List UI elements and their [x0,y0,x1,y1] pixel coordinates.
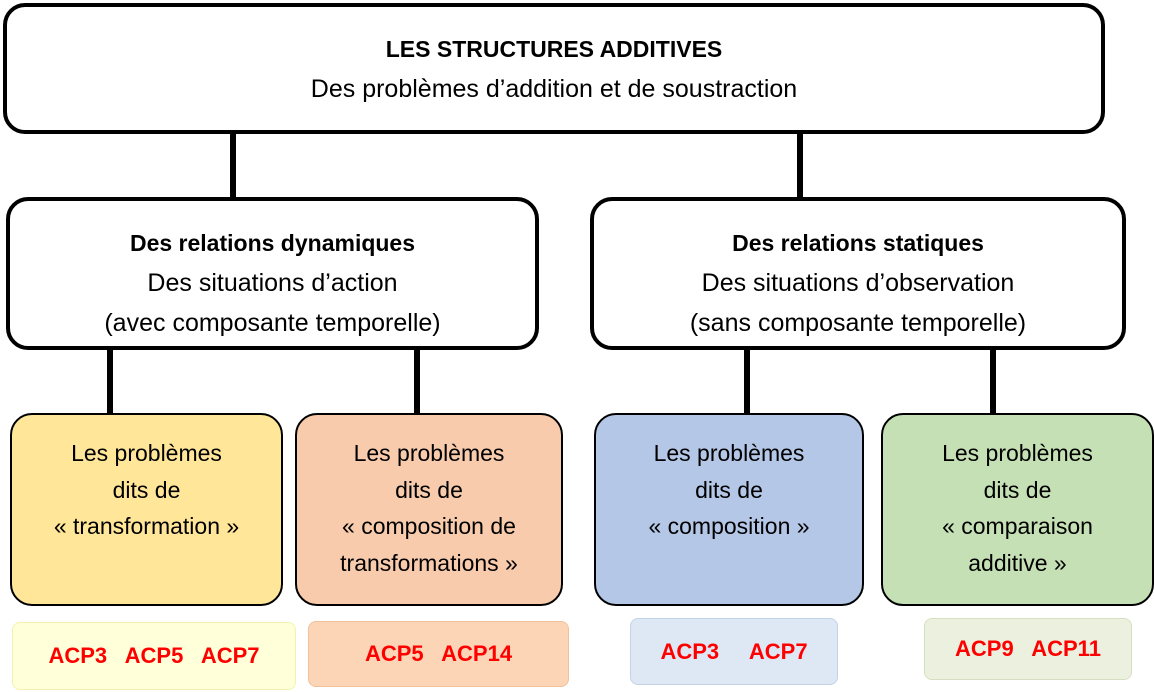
category-comparaison-line3: « comparaison [942,513,1093,539]
category-composition-transformations-line4: transformations » [340,549,518,576]
category-composition-transformations-line3: « composition de [342,513,516,539]
root-subtitle: Des problèmes d’addition et de soustract… [310,74,798,103]
branch-dynamic-box: Des relations dynamiques Des situations … [6,197,539,350]
codes-composition: ACP3 ACP7 [630,618,838,685]
category-composition-line1: Les problèmes [653,440,805,466]
category-transformation-line1: Les problèmes [71,440,222,466]
codes-composition-transformations: ACP5 ACP14 [308,621,569,687]
category-comparaison-line2: dits de [983,476,1052,503]
connector-dynamic-composition-transformations [414,348,420,414]
category-composition-line2: dits de [695,476,763,503]
branch-static-line1: Des situations d’observation [701,269,1015,297]
category-comparaison-line1: Les problèmes [942,440,1093,466]
branch-dynamic-line2: (avec composante temporelle) [104,309,441,337]
category-comparaison-line4: additive » [968,549,1067,576]
category-composition-line3: « composition » [648,513,810,539]
connector-static-comparaison [990,348,996,414]
branch-static-line2: (sans composante temporelle) [689,309,1027,337]
category-transformation: Les problèmes dits de « transformation » [10,413,283,606]
connector-root-dynamic [230,132,236,198]
category-transformation-line2: dits de [112,476,181,503]
category-composition-transformations-line2: dits de [395,476,463,503]
branch-dynamic-title: Des relations dynamiques [129,230,416,256]
codes-comparaison: ACP9 ACP11 [924,618,1132,680]
connector-root-static [797,132,803,198]
category-composition-transformations-line1: Les problèmes [353,440,505,466]
codes-transformation: ACP3 ACP5 ACP7 [12,622,296,690]
category-comparaison: Les problèmes dits de « comparaison addi… [881,413,1154,606]
root-title: LES STRUCTURES ADDITIVES [385,35,723,62]
category-transformation-line3: « transformation » [53,513,240,539]
connector-static-composition [744,348,750,414]
category-composition-transformations: Les problèmes dits de « composition de t… [295,413,563,606]
branch-dynamic-line1: Des situations d’action [147,269,398,297]
branch-static-box: Des relations statiques Des situations d… [590,197,1126,350]
connector-dynamic-transformation [107,348,113,414]
root-box: LES STRUCTURES ADDITIVES Des problèmes d… [3,3,1105,134]
category-composition: Les problèmes dits de « composition » [594,413,864,606]
branch-static-title: Des relations statiques [732,230,984,256]
